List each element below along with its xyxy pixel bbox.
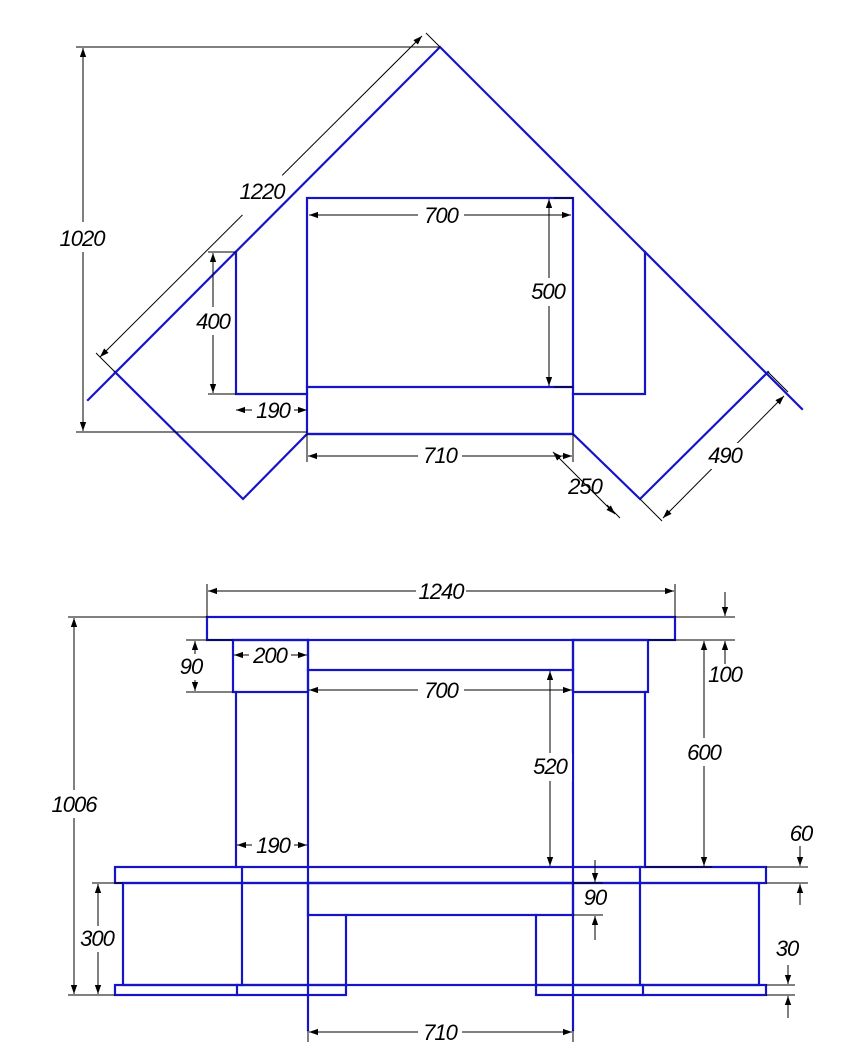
dim-520-text: 520 [533, 754, 568, 779]
dim-60-text: 60 [790, 821, 814, 846]
dim-490-text: 490 [708, 443, 743, 468]
dim-1220-text: 1220 [240, 179, 287, 204]
elevation-view: 1240 1006 90 200 700 100 520 600 190 60 … [50, 578, 815, 1046]
plan-view: 1020 1220 400 700 500 190 710 250 490 [58, 32, 804, 522]
elevation-outline [113, 615, 768, 1032]
dim-200-text: 200 [252, 643, 288, 668]
dim-90-drawer-text: 90 [584, 885, 608, 910]
dim-190-text: 190 [256, 833, 291, 858]
dim-400-text: 400 [196, 309, 231, 334]
dim-600-text: 600 [687, 740, 722, 765]
dim-700-text: 700 [424, 203, 459, 228]
dim-250-text: 250 [567, 474, 603, 499]
dim-1240-text: 1240 [419, 579, 466, 604]
dim-710-text: 710 [423, 1020, 458, 1045]
dim-100-text: 100 [708, 662, 743, 687]
dim-710-text: 710 [423, 443, 458, 468]
dim-90-shelf-text: 90 [180, 654, 204, 679]
dim-300-text: 300 [80, 926, 115, 951]
plan-outline [86, 45, 804, 501]
dim-700-text: 700 [424, 678, 459, 703]
dim-1020-text: 1020 [60, 226, 107, 251]
dim-30-text: 30 [776, 936, 800, 961]
elevation-extension-lines [68, 584, 808, 1042]
plan-dimension-texts: 1020 1220 400 700 500 190 710 250 490 [58, 162, 747, 499]
dim-250-line [552, 451, 616, 515]
dim-190-text: 190 [256, 398, 291, 423]
elevation-dimension-texts: 1240 1006 90 200 700 100 520 600 190 60 … [50, 578, 815, 1046]
dim-500-text: 500 [531, 279, 566, 304]
dim-1006-text: 1006 [52, 792, 99, 817]
